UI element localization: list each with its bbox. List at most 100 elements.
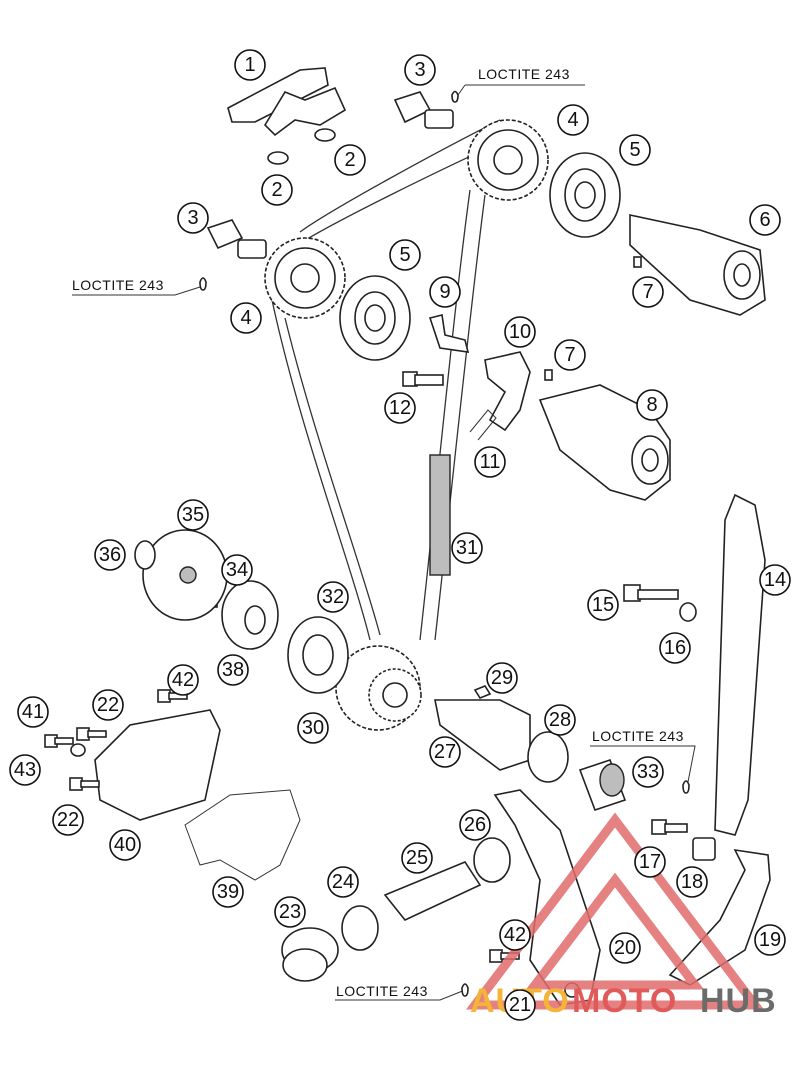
rocker-bridge-part-1 xyxy=(227,67,347,165)
svg-text:29: 29 xyxy=(491,667,513,689)
svg-text:21: 21 xyxy=(509,994,531,1016)
callout-7-mid: 7 xyxy=(554,339,586,371)
svg-text:31: 31 xyxy=(456,537,478,559)
callout-43: 43 xyxy=(9,754,41,786)
svg-text:43: 43 xyxy=(14,759,36,781)
sleeve-part-18 xyxy=(692,837,716,861)
callout-18: 18 xyxy=(676,866,708,898)
svg-text:17: 17 xyxy=(639,851,661,873)
svg-text:41: 41 xyxy=(22,701,44,723)
pin-part-25 xyxy=(383,861,482,921)
svg-text:2: 2 xyxy=(271,179,282,201)
bearing-part-5-top xyxy=(549,152,621,238)
callout-7-top: 7 xyxy=(632,276,664,308)
callout-17: 17 xyxy=(634,846,666,878)
callout-38: 38 xyxy=(217,654,249,686)
callout-24: 24 xyxy=(327,866,359,898)
callout-30: 30 xyxy=(297,712,329,744)
bolt-part-15 xyxy=(623,584,679,602)
callout-42-a: 42 xyxy=(167,664,199,696)
callout-2-b: 2 xyxy=(334,144,366,176)
callout-9: 9 xyxy=(429,276,461,308)
pin-part-7-top xyxy=(633,256,642,268)
svg-text:30: 30 xyxy=(302,717,324,739)
svg-text:22: 22 xyxy=(97,694,119,716)
loctite-note-right: LOCTITE 243 xyxy=(590,728,696,794)
svg-text:6: 6 xyxy=(759,209,770,231)
callout-28: 28 xyxy=(544,704,576,736)
gasket-part-39 xyxy=(184,789,301,881)
callout-19: 19 xyxy=(754,924,786,956)
clip-part-11 xyxy=(469,409,497,441)
callout-8: 8 xyxy=(636,389,668,421)
loctite-note-left: LOCTITE 243 xyxy=(72,277,207,296)
cam-sprocket-part-4-left xyxy=(264,237,346,319)
watermark-hub: HUB xyxy=(700,982,777,1020)
svg-text:12: 12 xyxy=(389,397,411,419)
svg-text:32: 32 xyxy=(322,586,344,608)
bolt-part-12 xyxy=(402,371,444,387)
bolt-part-41 xyxy=(44,734,74,748)
callout-29: 29 xyxy=(486,662,518,694)
svg-text:11: 11 xyxy=(480,451,501,473)
svg-text:4: 4 xyxy=(240,307,251,329)
callout-41: 41 xyxy=(17,696,49,728)
svg-text:27: 27 xyxy=(434,741,456,763)
svg-text:40: 40 xyxy=(114,834,136,856)
svg-text:35: 35 xyxy=(182,504,204,526)
pin-part-7-mid xyxy=(544,369,553,381)
callout-42-b: 42 xyxy=(499,919,531,951)
loctite-label-bottom: LOCTITE 243 xyxy=(336,983,428,999)
svg-text:28: 28 xyxy=(549,709,571,731)
callout-4-left: 4 xyxy=(230,302,262,334)
callout-2-a: 2 xyxy=(261,174,293,206)
callout-26: 26 xyxy=(459,809,491,841)
key-part-29 xyxy=(473,685,492,699)
loctite-label-right: LOCTITE 243 xyxy=(592,728,684,744)
loctite-note-top: LOCTITE 243 xyxy=(451,66,585,103)
svg-text:9: 9 xyxy=(439,281,450,303)
svg-text:2: 2 xyxy=(344,149,355,171)
oring-part-24 xyxy=(341,905,379,951)
svg-text:24: 24 xyxy=(332,871,354,893)
camshaft-part-8 xyxy=(538,384,671,501)
svg-text:7: 7 xyxy=(642,281,653,303)
callout-10: 10 xyxy=(504,316,536,348)
callout-21: 21 xyxy=(504,989,536,1021)
callout-27: 27 xyxy=(429,736,461,768)
callout-34: 34 xyxy=(221,554,253,586)
bolt-part-22-b xyxy=(69,777,100,791)
loctite-label-left: LOCTITE 243 xyxy=(72,277,164,293)
washer-part-28 xyxy=(527,731,569,783)
callout-14: 14 xyxy=(759,564,791,596)
washer-part-43 xyxy=(70,743,86,757)
bolt-part-3-top xyxy=(393,91,454,129)
callout-12: 12 xyxy=(384,392,416,424)
callout-32: 32 xyxy=(317,581,349,613)
callout-5-left: 5 xyxy=(389,239,421,271)
svg-text:18: 18 xyxy=(681,871,703,893)
bolt-part-42-a xyxy=(157,689,188,703)
callout-4-top: 4 xyxy=(557,104,589,136)
svg-text:3: 3 xyxy=(414,59,425,81)
svg-text:7: 7 xyxy=(564,344,575,366)
callout-5-top: 5 xyxy=(619,134,651,166)
watermark-moto: MOTO xyxy=(572,982,677,1020)
callout-23: 23 xyxy=(274,896,306,928)
svg-text:3: 3 xyxy=(187,207,198,229)
svg-text:42: 42 xyxy=(504,924,526,946)
callout-6: 6 xyxy=(749,204,781,236)
svg-text:5: 5 xyxy=(629,139,640,161)
loctite-note-bottom: LOCTITE 243 xyxy=(335,983,469,1001)
svg-text:25: 25 xyxy=(406,847,428,869)
callout-15: 15 xyxy=(587,589,619,621)
svg-text:26: 26 xyxy=(464,814,486,836)
callout-40: 40 xyxy=(109,829,141,861)
svg-text:34: 34 xyxy=(226,559,248,581)
svg-text:8: 8 xyxy=(646,394,657,416)
bushing-part-33 xyxy=(578,758,627,812)
svg-text:5: 5 xyxy=(399,244,410,266)
cover-part-40 xyxy=(94,709,221,821)
bolt-part-3-left xyxy=(206,219,267,259)
callout-31: 31 xyxy=(451,532,483,564)
